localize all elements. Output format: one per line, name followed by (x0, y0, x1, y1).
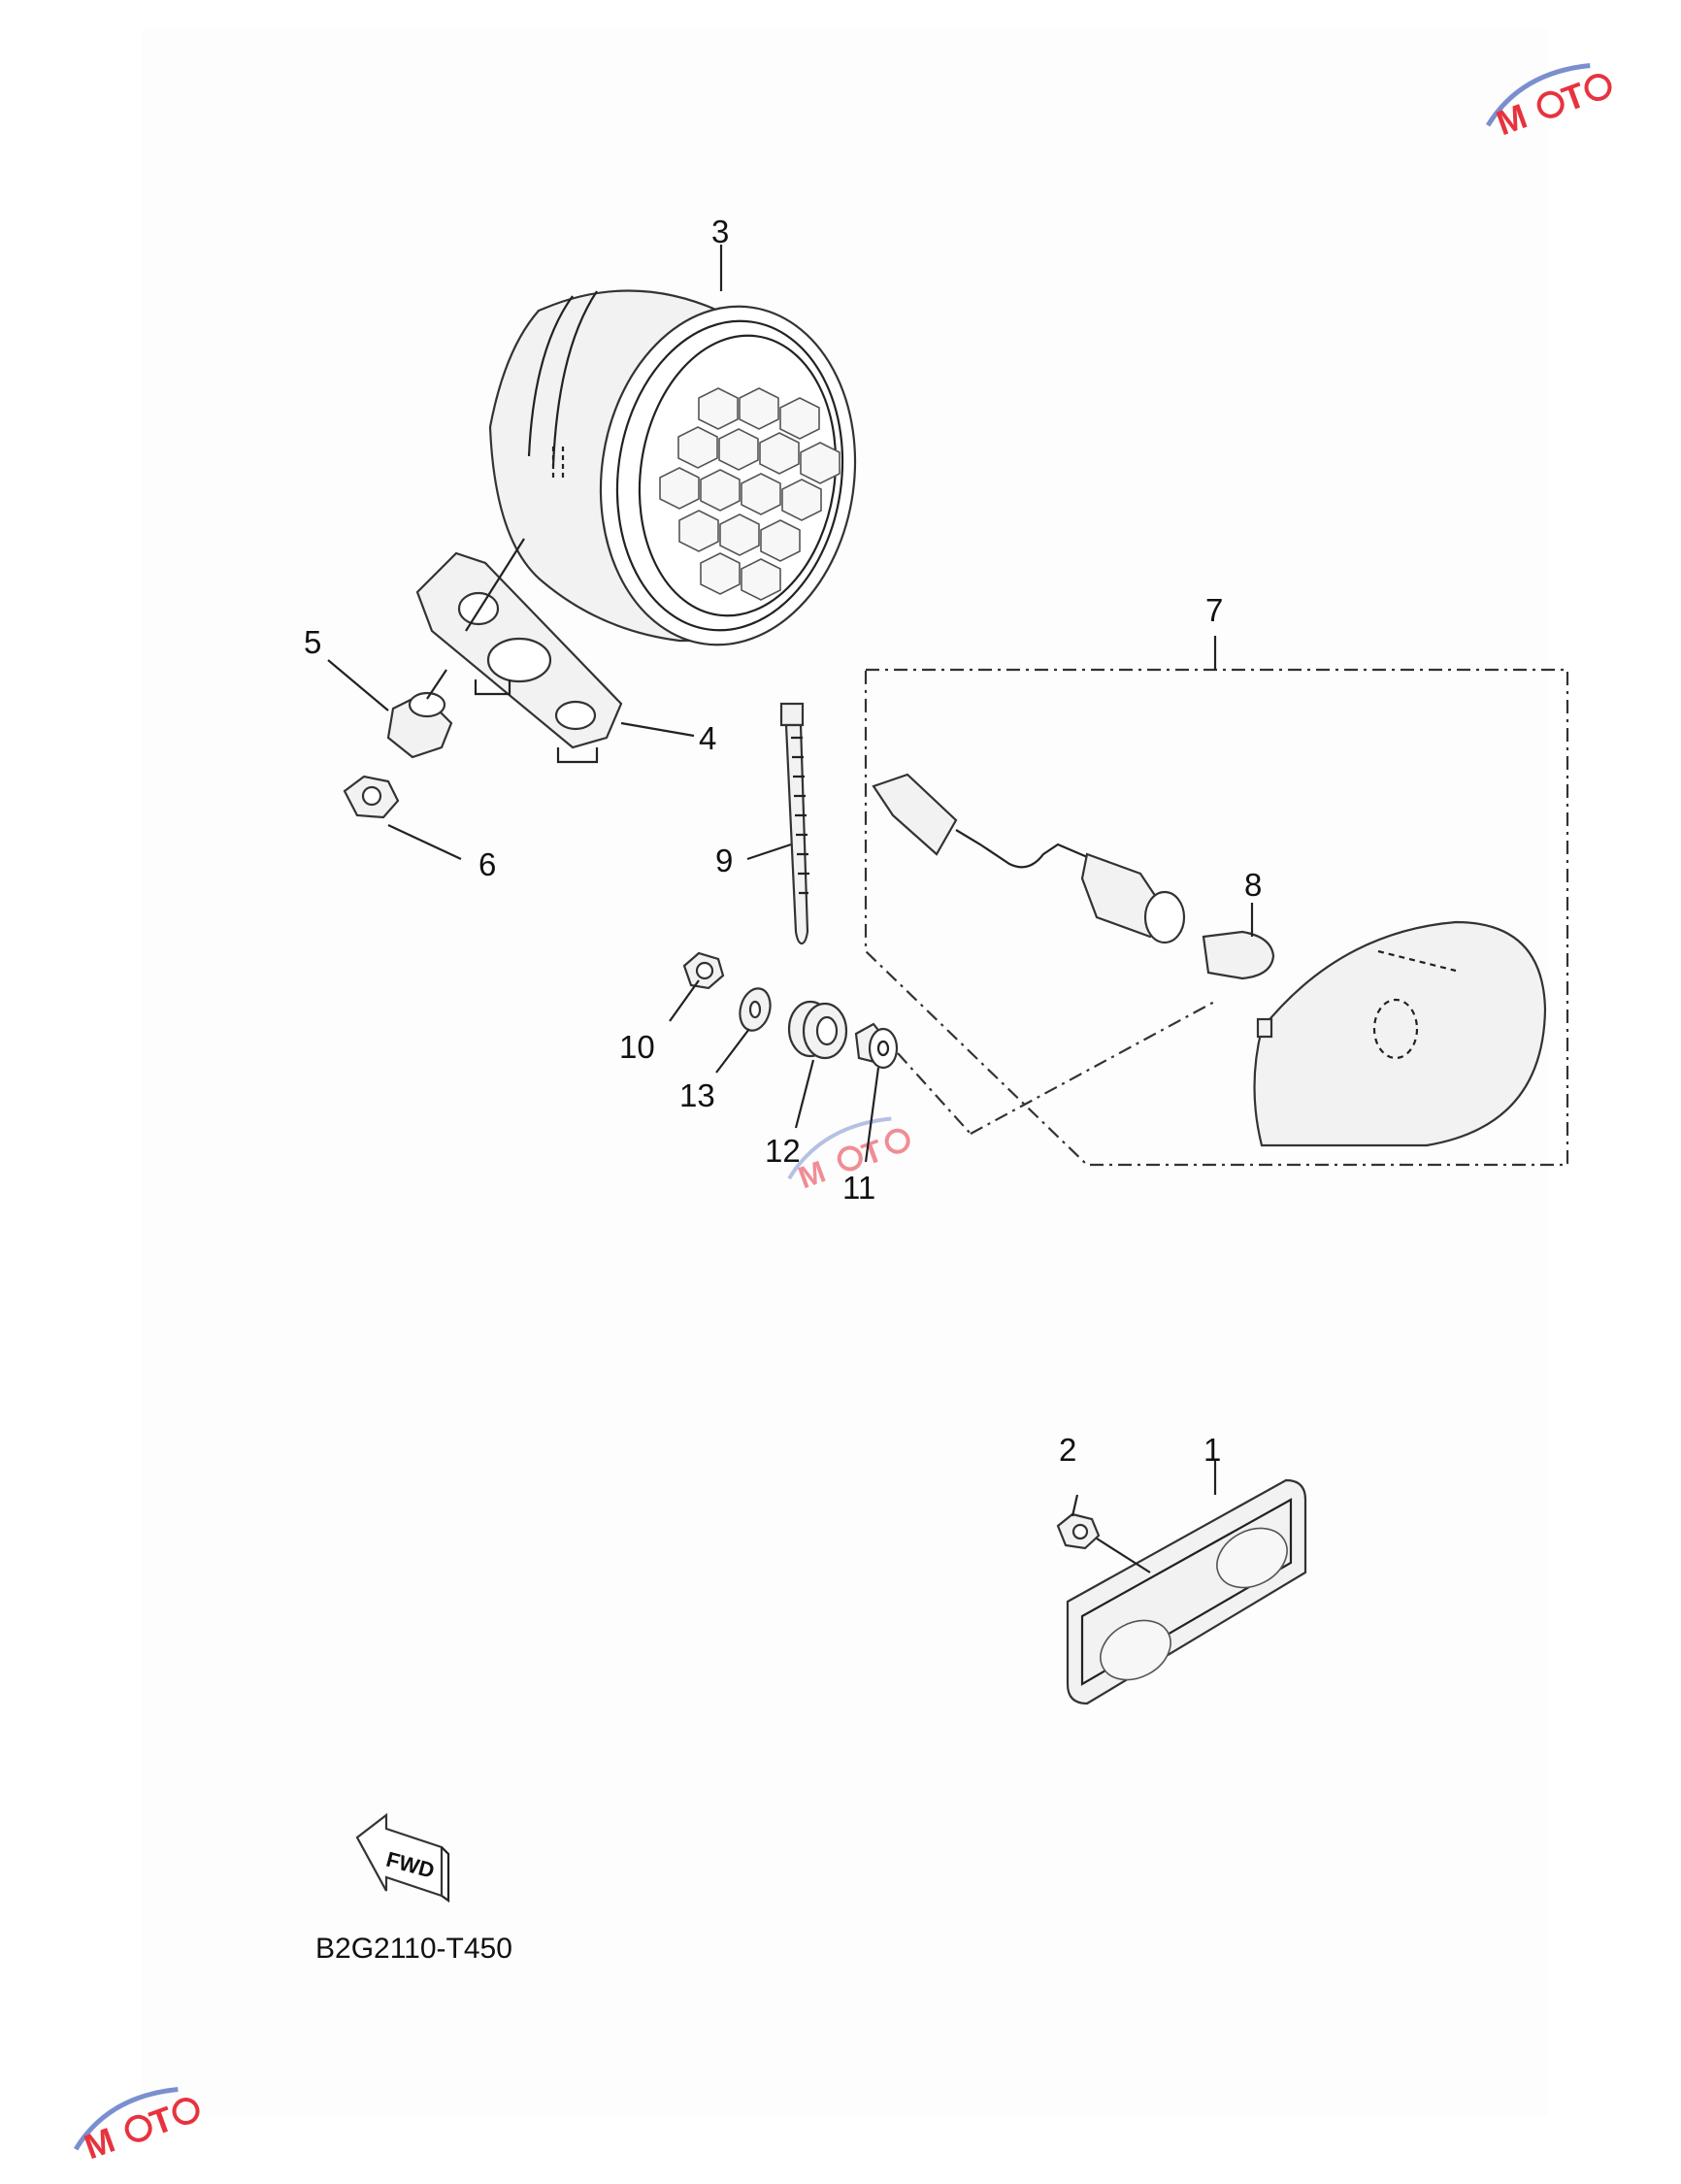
callout-7: 7 (1205, 592, 1223, 628)
callout-3: 3 (711, 214, 729, 249)
callout-10: 10 (619, 1029, 655, 1065)
part-2-nut (1056, 1512, 1101, 1550)
part-10-nut (682, 951, 725, 990)
leader-lines (327, 245, 1254, 1573)
part-13-washer (739, 987, 772, 1032)
callout-6: 6 (478, 846, 496, 882)
diagram-code: B2G2110-T450 (315, 1933, 512, 1965)
watermark-logo-center: M T (787, 1116, 910, 1195)
part-6-nut (343, 775, 400, 819)
callout-2: 2 (1059, 1432, 1076, 1468)
callout-5: 5 (304, 624, 321, 660)
part-3-headlight (488, 289, 857, 646)
callout-11: 11 (842, 1170, 875, 1206)
part-7-flasher-assembly (864, 636, 1569, 1167)
part-1-reflector (1066, 1478, 1307, 1705)
part-4-bracket (415, 538, 623, 764)
part-11-collar (854, 1022, 899, 1070)
part-5-collar (386, 669, 453, 759)
callout-4: 4 (699, 720, 716, 756)
callout-1: 1 (1203, 1432, 1221, 1468)
part-9-cable-tie (779, 702, 809, 945)
callout-12: 12 (765, 1133, 801, 1169)
fwd-arrow-icon: FWD (355, 1812, 450, 1903)
headlight-lens-honeycomb (659, 387, 840, 601)
callout-13: 13 (679, 1077, 715, 1113)
part-12-grommet (787, 1000, 848, 1060)
callout-8: 8 (1244, 867, 1262, 903)
callout-9: 9 (715, 843, 733, 878)
